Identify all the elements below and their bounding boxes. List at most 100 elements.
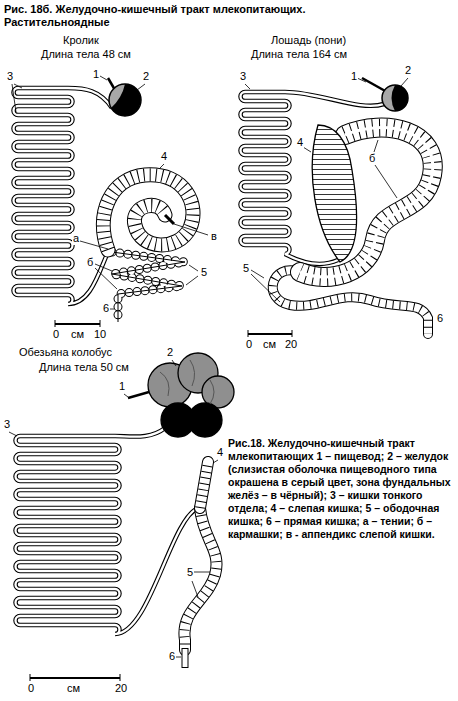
rabbit-scale-bar (55, 320, 100, 327)
colobus-gut-part (160, 360, 214, 404)
panel-label: Длина тела 50 см (38, 361, 130, 374)
callout-label: 6 (436, 312, 444, 325)
horse-leaders-part (245, 84, 250, 89)
rabbit-scale-bar-part (100, 320, 101, 327)
horse-gut-part (392, 85, 409, 111)
callout-label: см (70, 328, 85, 341)
colobus-leaders-part (172, 360, 176, 366)
rabbit-leaders-part (137, 84, 145, 90)
horse-leaders-part (251, 274, 280, 302)
rabbit-leaders (12, 76, 208, 309)
rabbit-scale-bar-part (55, 323, 100, 325)
horse-leaders-part (357, 78, 366, 82)
panel-label: Лошадь (пони) (270, 34, 347, 47)
callout-label: 2 (404, 64, 412, 77)
callout-label: 3 (3, 418, 11, 431)
rabbit-gut-part (103, 175, 193, 250)
horse-gut-part (382, 85, 408, 111)
rabbit-gut-part (103, 175, 193, 250)
colobus-leaders (9, 360, 218, 657)
callout-label: 4 (296, 136, 304, 149)
colobus-leaders-part (192, 581, 198, 597)
callout-label: 0 (52, 328, 60, 341)
callout-label: 1 (92, 68, 100, 81)
callout-label: 2 (166, 346, 174, 359)
rabbit-leaders-part (95, 268, 117, 289)
callout-label: б (368, 152, 376, 165)
rabbit-leaders-part (174, 224, 208, 235)
callout-label: а (72, 232, 80, 245)
rabbit-gut (14, 78, 194, 322)
colobus-scale-bar-part (30, 677, 120, 679)
horse-scale-bar-part (292, 330, 293, 337)
figure-caption: Рис.18. Желудочно-кишечный тракт млекопи… (228, 437, 453, 541)
horse-leaders-part (401, 78, 408, 86)
rabbit-leaders-part (186, 276, 198, 285)
colobus-gut-part (184, 508, 216, 650)
figure-title: Рис. 18б. Желудочно-кишечный тракт млеко… (4, 3, 349, 29)
callout-label: 0 (27, 682, 35, 695)
callout-label: 10 (93, 328, 107, 341)
colobus-gut-part (184, 508, 216, 650)
horse-leaders-part (251, 270, 264, 278)
horse-gut (241, 78, 433, 334)
panel-label: Обезьяна колобус (18, 346, 113, 359)
horse-gut-part (312, 125, 356, 262)
rabbit-gut-part (14, 88, 113, 304)
callout-label: 1 (350, 70, 358, 83)
callout-label: 5 (242, 262, 250, 275)
callout-label: 20 (114, 682, 128, 695)
rabbit-leaders-part (14, 84, 22, 88)
colobus-gut-part (128, 392, 149, 398)
colobus-leaders-part (124, 394, 128, 397)
callout-label: 3 (6, 70, 14, 83)
callout-label: 0 (245, 338, 253, 351)
colobus-gut-part (16, 428, 199, 634)
callout-label: см (66, 682, 81, 695)
colobus-scale-bar-part (30, 674, 31, 681)
colobus-gut-part (16, 428, 199, 634)
horse-leaders-part (375, 165, 397, 198)
callout-label: 4 (216, 446, 224, 459)
horse-scale-bar-part (248, 333, 292, 335)
rabbit-gut-part (112, 252, 185, 322)
panel-label: Кролик (62, 34, 100, 47)
horse-gut-part (241, 92, 384, 264)
colobus-leaders-part (213, 460, 218, 463)
callout-label: 5 (186, 566, 194, 579)
rabbit-gut-part (165, 215, 174, 224)
rabbit-leaders-part (100, 76, 107, 80)
callout-label: 6 (168, 650, 176, 663)
horse-scale-bar-part (248, 330, 249, 337)
colobus-leaders-part (194, 572, 210, 573)
colobus-gut-part (200, 462, 208, 508)
colobus-gut-part (182, 648, 189, 668)
rabbit-gut-part (109, 84, 141, 116)
rabbit-gut-part (14, 88, 113, 304)
rabbit-gut-part (112, 252, 185, 322)
rabbit-gut-part (112, 252, 185, 322)
horse-scale-bar (248, 330, 292, 337)
horse-gut-part (312, 125, 356, 262)
horse-leaders-part (303, 147, 311, 152)
colobus-gut-part (200, 462, 208, 508)
callout-label: 2 (142, 70, 150, 83)
callout-label: см (262, 338, 277, 351)
rabbit-leaders-part (12, 84, 16, 112)
panel-label: Длина тела 164 см (250, 48, 348, 61)
callout-label: б (86, 256, 94, 269)
horse-gut-part (362, 78, 387, 92)
horse-leaders-part (374, 140, 378, 152)
callout-label: 3 (239, 70, 247, 83)
callout-label: 20 (284, 338, 298, 351)
colobus-scale-bar-part (120, 674, 121, 681)
callout-label: 4 (160, 150, 168, 163)
rabbit-leaders-part (80, 241, 108, 249)
callout-label: 6 (102, 302, 110, 315)
colobus-gut-part (161, 403, 195, 437)
horse-leaders (245, 78, 408, 302)
rabbit-leaders-part (160, 164, 164, 168)
callout-label: 1 (118, 380, 126, 393)
colobus-gut (16, 353, 235, 668)
colobus-leaders-part (176, 657, 181, 658)
